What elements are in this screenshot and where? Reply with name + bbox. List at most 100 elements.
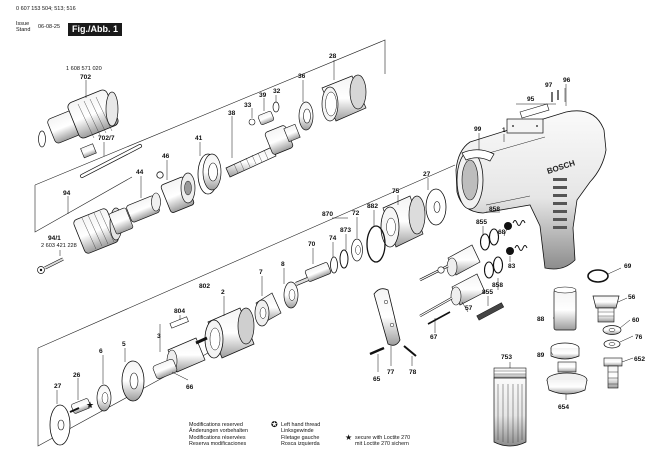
- label-41: 41: [195, 135, 203, 142]
- label-chuck-code: 1 608 571 020: [66, 66, 102, 72]
- label-855-lower: 855: [482, 289, 493, 296]
- label-804: 804: [174, 308, 185, 315]
- part-36-ring: [298, 101, 314, 131]
- label-27-lower: 27: [54, 383, 62, 390]
- label-858-upper: 858: [489, 206, 500, 213]
- part-46-nut: [160, 172, 196, 213]
- part-858-oring-upper: [479, 228, 500, 251]
- label-858-lower: 858: [492, 282, 503, 289]
- part-78-pin: [403, 345, 417, 357]
- part-60-nut: [602, 325, 622, 335]
- part-77-trigger: [373, 288, 401, 346]
- part-27-disc-upper: [425, 188, 447, 226]
- label-83: 83: [508, 263, 516, 270]
- part-855-valve-lower: [419, 273, 486, 318]
- part-65-pin: [369, 346, 385, 356]
- part-702-chuck: [38, 89, 119, 148]
- label-88: 88: [537, 316, 545, 323]
- label-94-1: 94/1: [48, 235, 61, 242]
- label-753: 753: [501, 354, 512, 361]
- part-95-plate: [519, 103, 550, 119]
- issue-label-de: Stand: [16, 27, 31, 33]
- label-89: 89: [537, 352, 545, 359]
- label-855-upper: 855: [476, 219, 487, 226]
- part-855-valve-upper: [419, 244, 481, 282]
- part-7-end-plate: [254, 292, 282, 327]
- label-702-7: 702/7: [98, 135, 115, 142]
- part-39-pin: [257, 111, 275, 125]
- part-26-screw: [69, 398, 91, 414]
- label-74: 74: [329, 235, 337, 242]
- part-873-ring: [339, 249, 349, 269]
- label-33: 33: [244, 102, 252, 109]
- part-855-strip: [476, 302, 505, 321]
- label-26: 26: [73, 372, 81, 379]
- part-56-connector: [592, 295, 620, 323]
- label-44: 44: [136, 169, 144, 176]
- part-99-ring: [461, 149, 495, 162]
- issue-label-en: Issue: [16, 21, 30, 27]
- label-95: 95: [527, 96, 535, 103]
- note-line: Änderungen vorbehalten: [189, 428, 249, 435]
- label-70: 70: [308, 241, 316, 248]
- label-66: 66: [186, 384, 194, 391]
- housing: BOSCH: [455, 110, 607, 270]
- part-33-ball: [248, 118, 256, 126]
- part-75-cylinder: [380, 195, 426, 248]
- part-28-ring-gear: [321, 74, 367, 122]
- label-27-upper: 27: [423, 171, 431, 178]
- part-5-end-plate: [121, 360, 145, 402]
- label-67: 67: [430, 334, 438, 341]
- note-line: Filetage gauche: [281, 434, 320, 441]
- part-76-washer: [603, 339, 621, 349]
- loctite-note: secure with Loctite 270 mit Loctite 270 …: [355, 435, 410, 448]
- label-8: 8: [281, 261, 285, 268]
- label-32: 32: [273, 88, 281, 95]
- note-line: secure with Loctite 270: [355, 435, 411, 441]
- note-line: Modifications réservées: [189, 434, 246, 441]
- part-804-vanes: [169, 316, 189, 329]
- note-line: Rosca izquierda: [281, 440, 320, 447]
- part-74-ring: [330, 256, 338, 274]
- part-labels: 702 702/7 94 94/1 44 46 41 38 33 39 32 3…: [48, 53, 645, 411]
- part-66-pinion: [152, 358, 178, 380]
- label-60: 60: [632, 317, 640, 324]
- label-873: 873: [340, 227, 351, 234]
- part-67-pins: [427, 311, 451, 325]
- label-36: 36: [298, 73, 306, 80]
- part-6-bearing: [96, 384, 112, 412]
- label-77: 77: [387, 369, 395, 376]
- label-38: 38: [228, 110, 236, 117]
- part-97-screws: [551, 90, 559, 102]
- note-line: Modifications reserved: [189, 422, 243, 428]
- issue-date: 06-08-25: [38, 24, 61, 30]
- label-802: 802: [199, 283, 210, 290]
- left-thread-note: Left hand thread Linksgewinde Filetage g…: [281, 422, 320, 447]
- svg-text:★: ★: [86, 400, 94, 410]
- label-7: 7: [259, 269, 263, 276]
- label-28: 28: [329, 53, 337, 60]
- figure-label: Fig./Abb. 1: [68, 23, 122, 36]
- part-654-exhaust-cap: [546, 361, 588, 395]
- note-line: Linksgewinde: [281, 428, 314, 435]
- part-41-bearing: [197, 153, 222, 195]
- left-thread-marks: [39, 171, 164, 272]
- part-69-oring: [587, 269, 609, 283]
- part-44-adapter: [126, 192, 161, 223]
- loctite-marks: ★: [86, 400, 94, 410]
- left-thread-symbol-icon: ✪: [271, 420, 278, 429]
- label-39: 39: [259, 92, 267, 99]
- part-83-spring: [506, 245, 528, 255]
- part-652-nipple: [603, 357, 623, 389]
- label-99: 99: [474, 126, 482, 133]
- code-labels: 1 608 571 020 2 603 421 228: [41, 66, 102, 249]
- label-652: 652: [634, 356, 645, 363]
- part-89-cap: [550, 342, 580, 360]
- part-753-silencer: [493, 367, 527, 447]
- part-858-oring-lower: [483, 256, 504, 279]
- label-56: 56: [628, 294, 636, 301]
- label-3: 3: [157, 333, 161, 340]
- leader-lines: [56, 60, 634, 404]
- loctite-star-icon: ★: [345, 433, 353, 442]
